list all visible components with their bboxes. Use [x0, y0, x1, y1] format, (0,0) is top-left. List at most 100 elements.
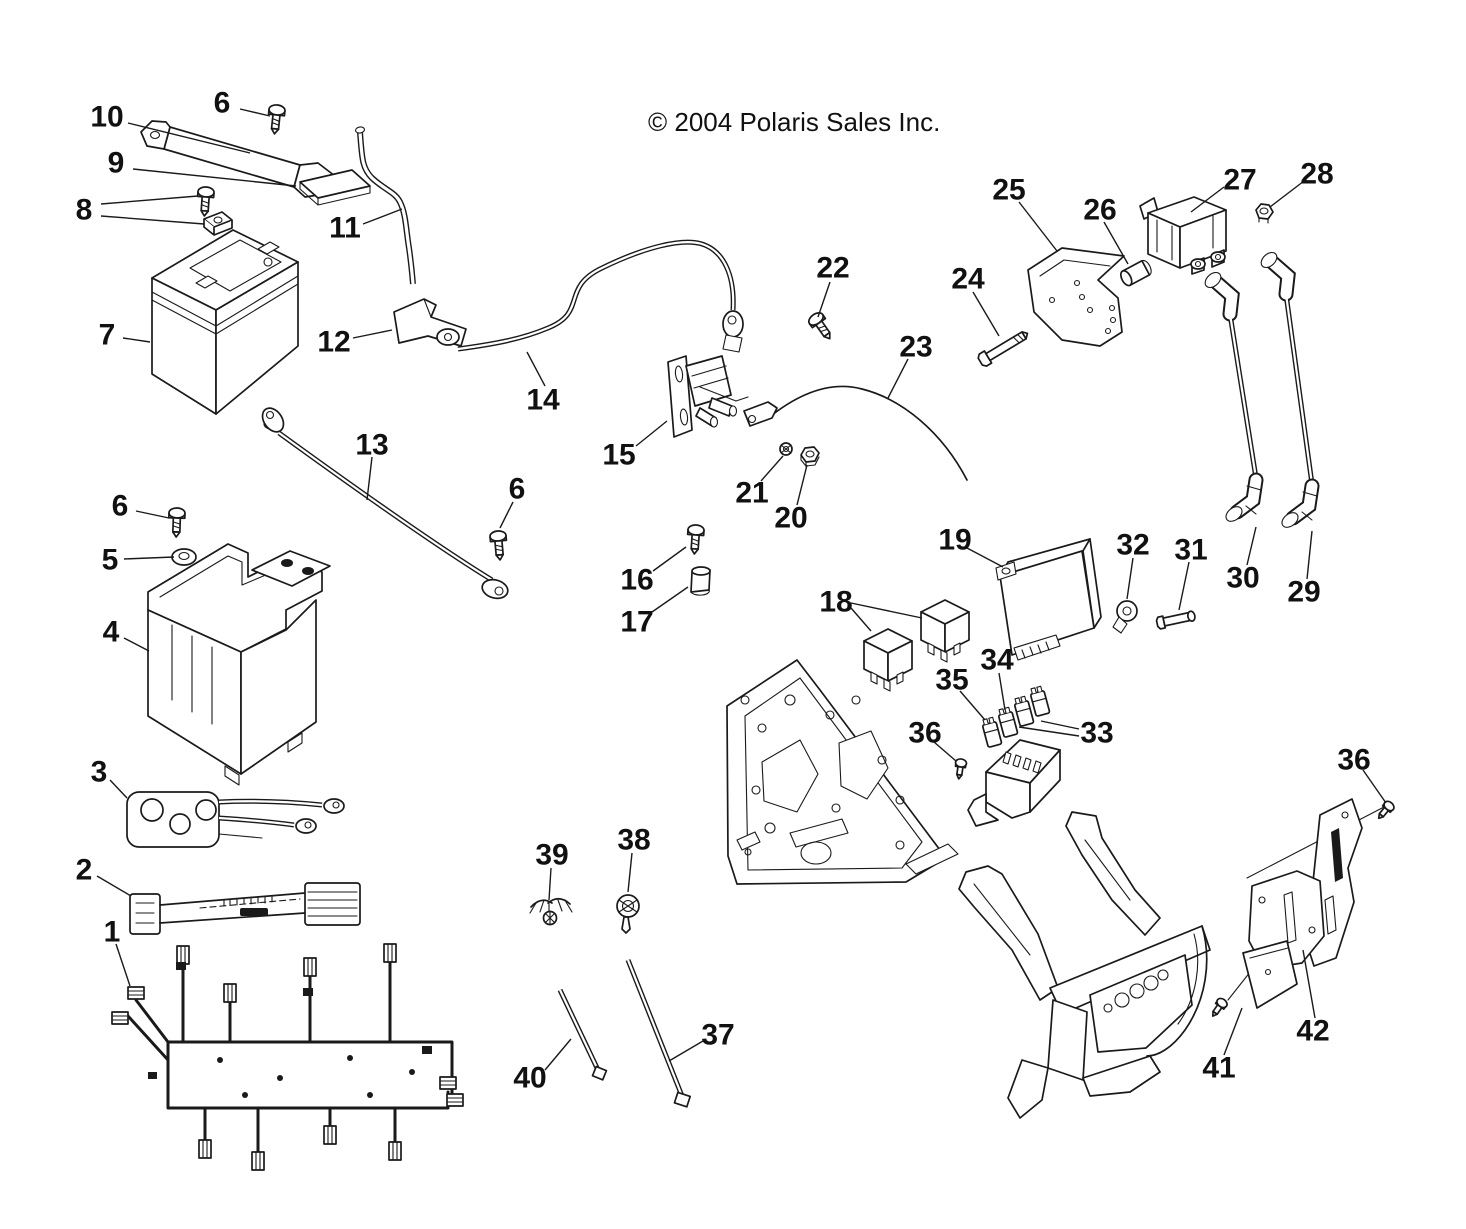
battery-cable-drawing	[457, 239, 744, 353]
callout-32: 32	[1116, 529, 1149, 562]
wire-clip-drawing	[529, 897, 573, 926]
ignition-coil-drawing	[1139, 196, 1227, 275]
leader-line-8	[100, 195, 199, 205]
callout-23: 23	[899, 331, 932, 364]
spacer-drawing	[690, 566, 711, 596]
leader-line-29	[1306, 530, 1313, 580]
callout-6: 6	[509, 473, 526, 506]
buss-bar-drawing	[126, 791, 345, 848]
leader-line-18	[850, 607, 872, 632]
washer-drawing	[171, 548, 197, 566]
callout-6: 6	[214, 87, 231, 120]
leader-line-32	[1126, 557, 1134, 600]
leader-line-40	[544, 1038, 572, 1071]
leader-line-31	[1178, 561, 1190, 611]
clamp-bolt-drawing	[1155, 610, 1196, 630]
leader-line-38	[627, 852, 633, 893]
callout-37: 37	[701, 1019, 734, 1052]
vent-tube-drawing	[354, 126, 416, 285]
leader-line-27	[1190, 186, 1225, 213]
leader-line-12	[352, 329, 393, 339]
battery-box-drawing	[147, 543, 331, 786]
callout-11: 11	[329, 212, 361, 245]
callout-40: 40	[513, 1062, 546, 1095]
leader-line-1	[115, 943, 131, 987]
leader-line-22	[817, 281, 831, 318]
callout-16: 16	[620, 564, 653, 597]
spark-plug-wire-left-drawing	[1204, 271, 1264, 522]
callout-35: 35	[935, 664, 968, 697]
callout-17: 17	[620, 606, 653, 639]
push-rivet-drawing	[616, 894, 640, 934]
leader-line-37	[668, 1040, 704, 1062]
callout-26: 26	[1083, 194, 1116, 227]
leader-line-13	[366, 456, 373, 501]
leader-line-18	[850, 602, 923, 619]
callout-13: 13	[355, 429, 388, 462]
callout-41: 41	[1202, 1052, 1235, 1085]
leader-line-36	[933, 741, 957, 762]
battery-pad-drawing	[299, 169, 371, 206]
leader-line-23	[887, 358, 909, 399]
callout-6: 6	[112, 490, 129, 523]
leader-line-21	[760, 455, 784, 482]
fusible-link-drawing	[129, 882, 361, 935]
callout-8: 8	[76, 194, 93, 227]
coil-bracket-drawing	[1027, 247, 1125, 347]
callout-29: 29	[1287, 576, 1320, 609]
leader-line-6	[239, 108, 271, 117]
leader-line-30	[1246, 526, 1257, 566]
callout-9: 9	[108, 147, 125, 180]
ground-cable-drawing	[261, 407, 509, 600]
callout-1: 1	[104, 916, 121, 949]
leader-line-2	[96, 875, 132, 897]
cable-tie-short-drawing	[557, 988, 608, 1081]
callout-36: 36	[1337, 744, 1370, 777]
mount-bracket-mid-drawing	[1248, 870, 1325, 970]
leader-line-35	[959, 690, 986, 721]
ground-wire-drawing	[743, 385, 968, 481]
callout-36: 36	[908, 717, 941, 750]
leader-line-9	[132, 168, 297, 187]
leader-line-28	[1269, 180, 1305, 208]
leader-line-11	[362, 208, 403, 225]
leader-line-10	[127, 122, 251, 154]
terminal-boot-drawing	[393, 298, 467, 347]
callout-33: 33	[1080, 717, 1113, 750]
flange-nut-small-drawing	[779, 442, 793, 456]
leader-line-17	[651, 586, 689, 613]
leader-line-4	[123, 637, 150, 652]
coil-bolt-drawing	[977, 331, 1029, 367]
callout-18: 18	[819, 586, 852, 619]
callout-10: 10	[90, 101, 123, 134]
leader-line-16	[652, 546, 687, 572]
callout-5: 5	[102, 544, 119, 577]
frame-drawing	[958, 811, 1211, 1119]
coil-nut-drawing	[1255, 203, 1274, 224]
leader-line-14	[526, 351, 546, 387]
leader-line-20	[796, 464, 808, 506]
callout-7: 7	[99, 319, 116, 352]
leader-line-24	[972, 291, 1000, 337]
callout-2: 2	[76, 854, 93, 887]
cable-tie-long-drawing	[625, 959, 692, 1108]
callout-34: 34	[980, 644, 1014, 677]
callout-3: 3	[91, 756, 108, 789]
coil-spacer-drawing	[1119, 259, 1152, 287]
fuse-block-drawing	[967, 739, 1061, 827]
leader-line-26	[1103, 221, 1129, 265]
leader-line-39	[548, 867, 552, 901]
leader-line-42	[1302, 949, 1316, 1019]
callout-24: 24	[951, 263, 985, 296]
callout-25: 25	[992, 174, 1025, 207]
callout-39: 39	[535, 839, 568, 872]
engine-case-drawing	[726, 659, 959, 885]
leader-line-3	[109, 779, 128, 799]
callout-38: 38	[617, 824, 650, 857]
callout-20: 20	[774, 502, 807, 535]
callout-31: 31	[1174, 534, 1207, 567]
hex-nut-drawing	[800, 446, 820, 468]
wiring-harness-drawing	[111, 943, 464, 1171]
